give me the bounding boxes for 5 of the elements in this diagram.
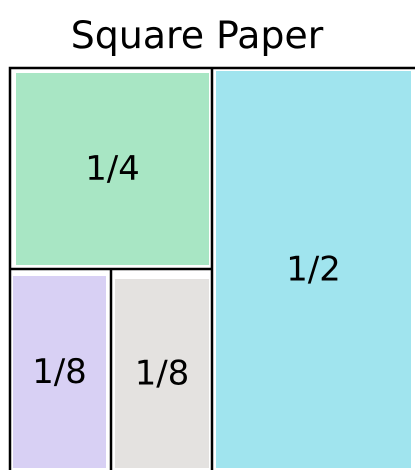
title: Square Paper	[73, 20, 324, 56]
paper-region: 1/2	[216, 71, 411, 468]
paper-region: 1/8	[13, 276, 106, 468]
paper-region: 1/4	[16, 73, 209, 265]
paper-region: 1/8	[115, 279, 209, 468]
